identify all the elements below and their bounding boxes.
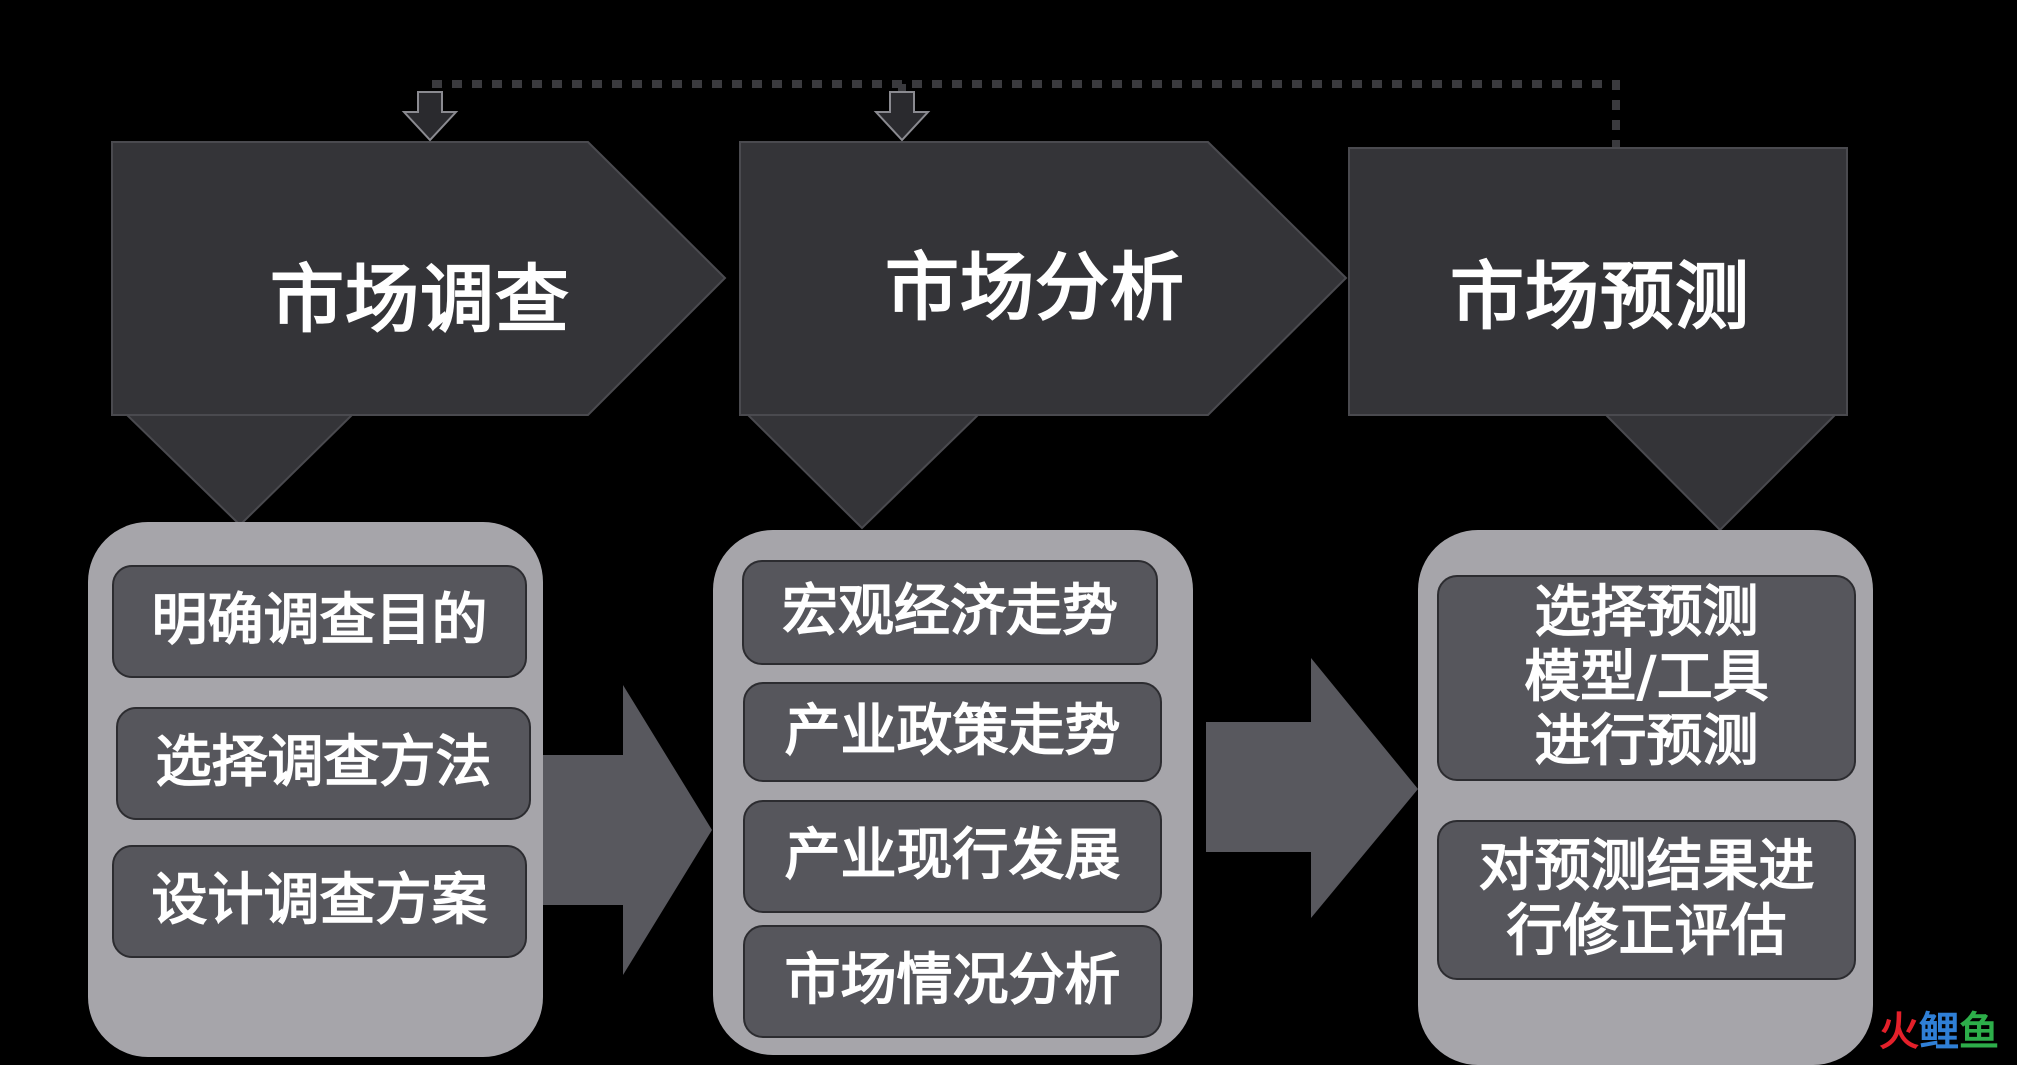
feedback-dotted-line bbox=[426, 80, 1620, 150]
step-2-title: 市场分析 bbox=[885, 245, 1185, 331]
step-3-header-shape bbox=[1348, 147, 1848, 416]
step-3-title: 市场预测 bbox=[1450, 254, 1750, 340]
step-2-item: 市场情况分析 bbox=[743, 925, 1162, 1038]
step-2-item: 产业现行发展 bbox=[743, 800, 1162, 913]
step-1-title: 市场调查 bbox=[270, 257, 570, 343]
step-2-down-pointer bbox=[745, 414, 981, 530]
step-2-item: 宏观经济走势 bbox=[742, 560, 1158, 665]
step-1-item: 选择调查方法 bbox=[116, 707, 531, 820]
step-3-item: 对预测结果进 行修正评估 bbox=[1437, 820, 1856, 980]
step-1-item: 明确调查目的 bbox=[112, 565, 527, 678]
step-1-header-shape bbox=[111, 141, 727, 416]
step-1-down-pointer bbox=[124, 414, 355, 527]
step-1-item: 设计调查方案 bbox=[112, 845, 527, 958]
feedback-arrow-head-1 bbox=[401, 91, 459, 142]
feedback-arrow-head-2 bbox=[873, 91, 931, 142]
step-3-item: 选择预测 模型/工具 进行预测 bbox=[1437, 575, 1856, 781]
step-2-header-shape bbox=[739, 141, 1348, 416]
arrow-step-1-to-2 bbox=[543, 685, 712, 975]
step-2-item: 产业政策走势 bbox=[743, 682, 1162, 782]
arrow-step-2-to-3 bbox=[1206, 658, 1418, 918]
step-3-down-pointer bbox=[1603, 414, 1838, 532]
watermark-logo: 火鲤鱼 bbox=[1879, 1009, 1999, 1055]
